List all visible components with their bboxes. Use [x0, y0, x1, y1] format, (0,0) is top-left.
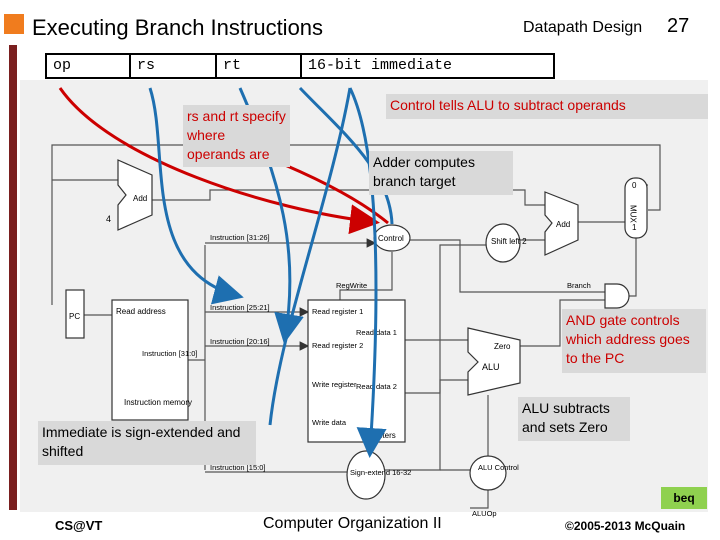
- instr-25-21-label: Instruction [25:21]: [210, 303, 270, 312]
- branch-adder: [544, 191, 579, 256]
- shift-left-2-unit: [485, 223, 521, 263]
- instr-20-16-label: Instruction [20:16]: [210, 337, 270, 346]
- mux-0-label: 0: [632, 181, 637, 190]
- left-accent-bar: [9, 45, 17, 510]
- write-data-label: Write data: [312, 418, 347, 427]
- control-label: Control: [378, 234, 404, 243]
- wire-pc-loop: [51, 144, 661, 305]
- pc-mux: [624, 177, 648, 239]
- alu-control-unit: [469, 455, 507, 491]
- blue-arrow-rs-read: [298, 86, 394, 225]
- sign-extend-label: Sign-extend 16-32: [350, 468, 411, 477]
- footer-center: Computer Organization II: [263, 515, 442, 532]
- instruction-memory-label: Instruction memory: [124, 398, 192, 407]
- callout-adder: Adder computes branch target: [369, 151, 513, 195]
- field-rs: rs: [129, 53, 217, 79]
- wire-zero-and: [520, 299, 605, 347]
- four-label: 4: [106, 214, 111, 224]
- page-number: 27: [667, 15, 690, 37]
- field-immediate: 16-bit immediate: [300, 53, 555, 79]
- beq-badge: beq: [661, 487, 707, 509]
- alu-control-label-1: ALU Control: [478, 463, 519, 472]
- wire-control-regwrite: [339, 252, 393, 300]
- instr-31-26-label: Instruction [31:26]: [210, 233, 270, 242]
- callout-and-gate: AND gate controls which address goes to …: [562, 309, 706, 373]
- pc-label: PC: [69, 312, 80, 321]
- wire-control-branch: [410, 239, 605, 293]
- alu: [467, 327, 521, 396]
- branch-adder-label: Add: [556, 220, 570, 229]
- read-data-2-label: Read data 2: [356, 382, 397, 391]
- slide-title: Executing Branch Instructions: [32, 15, 324, 40]
- wire-add-target: [152, 189, 545, 206]
- zero-label: Zero: [494, 342, 511, 351]
- shift-left-2-label: Shift left 2: [491, 237, 527, 246]
- mux-label: MUX: [629, 205, 638, 223]
- mux-1-label: 1: [632, 223, 637, 232]
- field-op: op: [45, 53, 131, 79]
- pc-adder: [117, 159, 153, 231]
- section-title: Datapath Design: [523, 19, 643, 36]
- branch-label: Branch: [567, 281, 591, 290]
- wire-signext-shift: [385, 244, 486, 471]
- callout-control-alu: Control tells ALU to subtract operands: [386, 94, 708, 119]
- title-accent-square: [4, 14, 24, 34]
- register-file: [307, 299, 406, 443]
- and-gate: [604, 283, 630, 309]
- regwrite-label: RegWrite: [336, 281, 367, 290]
- red-arrow-callout-control: [284, 163, 389, 225]
- write-register-label: Write register: [312, 380, 357, 389]
- callout-rs-rt: rs and rt specify where operands are: [183, 105, 290, 167]
- blue-arrow-rs: [148, 87, 244, 305]
- blue-arrow-imm-left: [268, 87, 352, 426]
- blue-arrow-imm-signext: [348, 87, 387, 458]
- pc-register: [65, 289, 85, 339]
- pc-adder-label: Add: [133, 194, 147, 203]
- wire-aluop: [470, 490, 489, 509]
- callout-alu-zero: ALU subtracts and sets Zero: [518, 397, 630, 441]
- read-address-label: Read address: [116, 307, 166, 316]
- read-register-1-label: Read register 1: [312, 307, 363, 316]
- read-register-2-label: Read register 2: [312, 341, 363, 350]
- footer-right: ©2005-2013 McQuain: [565, 519, 686, 533]
- aluop-label: ALUOp: [472, 509, 497, 518]
- alu-label: ALU: [482, 362, 500, 372]
- footer-left: CS@VT: [55, 518, 103, 533]
- read-address-text: Read address: [116, 307, 166, 316]
- instr-15-0-label: Instruction [15:0]: [210, 463, 265, 472]
- registers-label: Registers: [362, 431, 396, 440]
- instruction-memory: [111, 299, 189, 421]
- field-rt: rt: [215, 53, 303, 79]
- callout-immediate: Immediate is sign-extended and shifted: [38, 421, 256, 465]
- red-arrow-op-control: [58, 87, 380, 235]
- instr-31-0-label: Instruction [31:0]: [142, 349, 197, 358]
